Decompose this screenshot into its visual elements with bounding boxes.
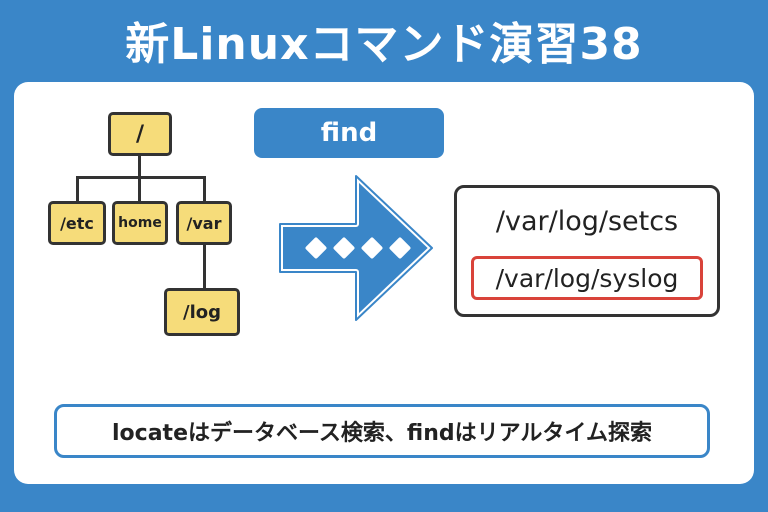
tree-node-var: /var — [176, 201, 232, 245]
page-title: 新Linuxコマンド演習38 — [125, 19, 643, 70]
result-path-highlighted: /var/log/syslog — [471, 256, 703, 300]
arrow-dot — [305, 237, 327, 259]
tree-connector — [76, 176, 79, 202]
tree-connector — [203, 176, 206, 202]
tree-connector — [138, 176, 141, 202]
right-arrow-icon — [277, 173, 435, 323]
tree-node-home: home — [112, 201, 168, 245]
find-command-label: find — [254, 108, 444, 158]
tree-connector — [203, 245, 206, 289]
arrow-dot — [333, 237, 355, 259]
result-path: /var/log/setcs — [495, 206, 679, 237]
tree-node-root: / — [108, 112, 172, 156]
arrow-dot — [389, 237, 411, 259]
tree-connector — [138, 156, 141, 178]
tree-connector — [76, 176, 206, 179]
tree-node-log: /log — [164, 288, 240, 336]
search-results-box: /var/log/setcs /var/log/syslog — [454, 185, 720, 317]
arrow-dot — [361, 237, 383, 259]
caption-box: locateはデータベース検索、findはリアルタイム探索 — [54, 404, 710, 458]
tree-node-etc: /etc — [48, 201, 106, 245]
